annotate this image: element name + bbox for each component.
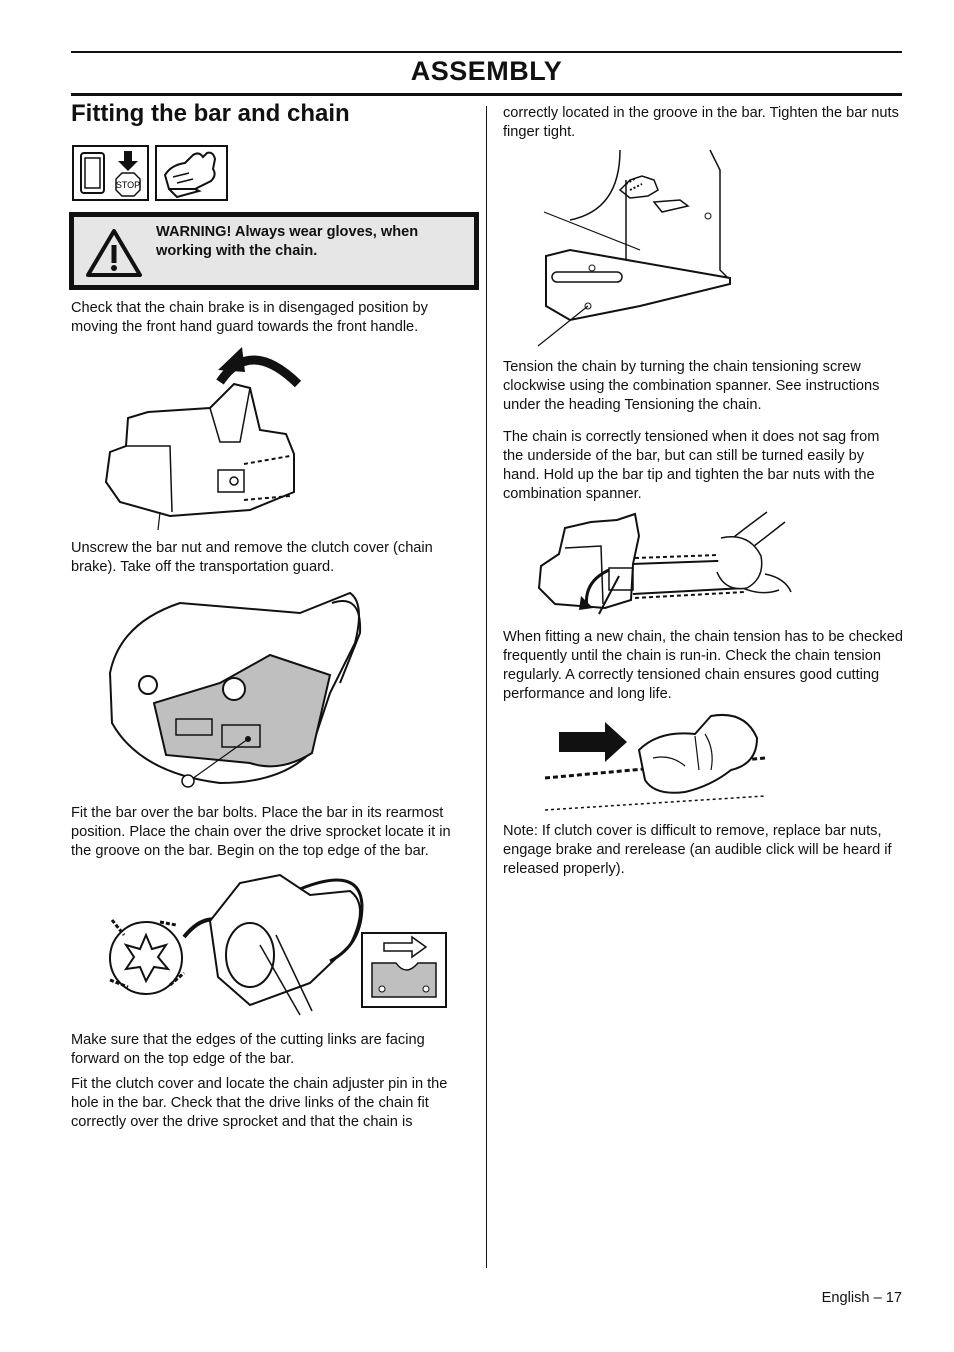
column-divider <box>486 106 487 1268</box>
right-paragraph-3: The chain is correctly tensioned when it… <box>503 429 880 502</box>
header-top-rule <box>71 51 902 53</box>
page-footer: English – 17 <box>821 1290 902 1306</box>
warning-text: WARNING! Always wear gloves, when workin… <box>156 224 419 259</box>
clutch-cover-illustration <box>108 591 362 788</box>
left-paragraph-3: Fit the bar over the bar bolts. Place th… <box>71 805 451 859</box>
left-paragraph-2: Unscrew the bar nut and remove the clutc… <box>71 540 433 575</box>
right-paragraph-2: Tension the chain by turning the chain t… <box>503 359 880 413</box>
warning-triangle-icon <box>86 229 142 277</box>
page-heading: Fitting the bar and chain <box>71 100 350 127</box>
manual-stop-icon: STOP <box>72 145 149 201</box>
glove-icon <box>155 145 228 201</box>
left-paragraph-5: Fit the clutch cover and locate the chai… <box>71 1076 448 1130</box>
bar-chain-fitting-illustration <box>109 873 447 1016</box>
right-paragraph-4: When fitting a new chain, the chain tens… <box>503 629 903 702</box>
right-paragraph-1: correctly located in the groove in the b… <box>503 105 899 140</box>
chain-brake-illustration <box>104 347 302 531</box>
warning-box: WARNING! Always wear gloves, when workin… <box>69 212 479 290</box>
chain-tension-illustration <box>537 511 792 615</box>
header-bottom-rule <box>71 93 902 96</box>
left-paragraph-4: Make sure that the edges of the cutting … <box>71 1032 425 1067</box>
bar-nuts-illustration <box>537 149 731 347</box>
right-paragraph-5: Note: If clutch cover is difficult to re… <box>503 823 892 877</box>
section-title: ASSEMBLY <box>410 56 563 86</box>
left-paragraph-1: Check that the chain brake is in disenga… <box>71 300 428 335</box>
glove-chain-illustration <box>544 714 766 811</box>
stop-label: STOP <box>116 180 140 190</box>
